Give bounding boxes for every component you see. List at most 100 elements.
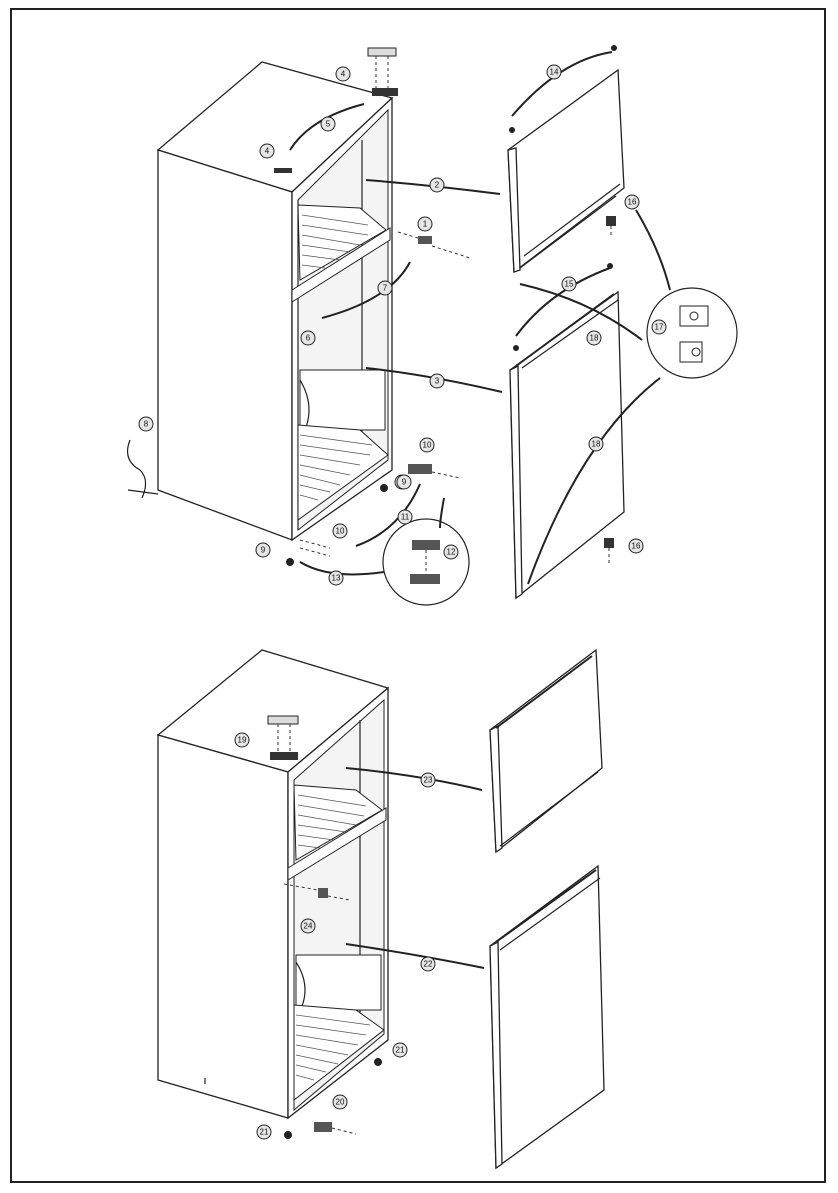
callout-number: 7 bbox=[383, 284, 388, 293]
callout-circle bbox=[335, 66, 351, 82]
callout-10b: 10 bbox=[332, 523, 348, 539]
callout-circle bbox=[138, 416, 154, 432]
callout-16b: 16 bbox=[628, 538, 644, 554]
callout-number: 14 bbox=[550, 68, 559, 77]
callout-5: 5 bbox=[320, 116, 336, 132]
bottom-freezer-door bbox=[489, 648, 603, 854]
callout-14: 14 bbox=[546, 64, 562, 80]
callout-circle bbox=[328, 570, 344, 586]
callout-number: 9 bbox=[402, 478, 407, 487]
callout-number: 15 bbox=[565, 280, 574, 289]
top-freezer-door bbox=[507, 68, 625, 274]
callout-number: 12 bbox=[447, 548, 456, 557]
callout-number: 18 bbox=[590, 334, 599, 343]
callout-circle bbox=[377, 280, 393, 296]
diagram-frame bbox=[10, 8, 826, 1183]
callout-21a: 21 bbox=[392, 1042, 408, 1058]
callout-6: 6 bbox=[300, 330, 316, 346]
callout-19: 19 bbox=[234, 732, 250, 748]
callout-21b: 21 bbox=[256, 1124, 272, 1140]
callout-number: 19 bbox=[238, 736, 247, 745]
callout-circle bbox=[561, 276, 577, 292]
callout-number: 11 bbox=[401, 513, 410, 522]
callout-circle bbox=[628, 538, 644, 554]
callout-20: 20 bbox=[332, 1094, 348, 1110]
callout-17: 17 bbox=[651, 319, 667, 335]
callout-1: 1 bbox=[417, 216, 433, 232]
callout-circle bbox=[586, 330, 602, 346]
callout-number: 2 bbox=[435, 181, 440, 190]
callout-22: 22 bbox=[420, 956, 436, 972]
callout-16a: 16 bbox=[624, 194, 640, 210]
callout-circle bbox=[259, 143, 275, 159]
callout-circle bbox=[429, 373, 445, 389]
callout-number: 21 bbox=[396, 1046, 405, 1055]
callout-number: 21 bbox=[260, 1128, 269, 1137]
callout-13: 13 bbox=[328, 570, 344, 586]
callout-number: 16 bbox=[628, 198, 637, 207]
callout-circle bbox=[651, 319, 667, 335]
callout-circle bbox=[417, 216, 433, 232]
bottom-fridge-door bbox=[489, 864, 605, 1170]
callout-circle bbox=[420, 772, 436, 788]
callout-number: 18 bbox=[592, 440, 601, 449]
callout-4b: 4 bbox=[259, 143, 275, 159]
callout-circle bbox=[397, 509, 413, 525]
callout-number: 24 bbox=[304, 922, 313, 931]
callout-circle bbox=[419, 437, 435, 453]
callout-8a: 8 bbox=[138, 416, 154, 432]
bottom-fridge-cabinet bbox=[156, 649, 390, 1139]
callout-7: 7 bbox=[377, 280, 393, 296]
callout-number: 10 bbox=[423, 441, 432, 450]
callout-number: 3 bbox=[435, 377, 440, 386]
callout-9b: 9 bbox=[396, 474, 412, 490]
callout-number: 17 bbox=[655, 323, 664, 332]
callout-circle bbox=[300, 330, 316, 346]
callout-12: 12 bbox=[443, 544, 459, 560]
bottom-hinge-detail-circle bbox=[382, 518, 470, 606]
callout-11: 11 bbox=[397, 509, 413, 525]
top-section-arrows bbox=[289, 51, 671, 585]
callout-number: 1 bbox=[423, 220, 428, 229]
callout-number: 4 bbox=[265, 147, 270, 156]
top-fridge-cabinet bbox=[127, 47, 471, 566]
callout-4a: 4 bbox=[335, 66, 351, 82]
callout-10a: 10 bbox=[419, 437, 435, 453]
callout-18a: 18 bbox=[586, 330, 602, 346]
callout-circle bbox=[332, 1094, 348, 1110]
callout-circle bbox=[300, 918, 316, 934]
callout-circle bbox=[320, 116, 336, 132]
callout-circle bbox=[392, 1042, 408, 1058]
callout-number: 6 bbox=[306, 334, 311, 343]
callout-circle bbox=[429, 177, 445, 193]
middle-hinge-detail-circle bbox=[646, 287, 738, 379]
callout-circle bbox=[255, 542, 271, 558]
callout-circle bbox=[443, 544, 459, 560]
callout-circle bbox=[256, 1124, 272, 1140]
callout-number: 22 bbox=[424, 960, 433, 969]
callout-3: 3 bbox=[429, 373, 445, 389]
callout-number: 4 bbox=[341, 70, 346, 79]
callout-circle bbox=[624, 194, 640, 210]
callout-number: 10 bbox=[336, 527, 345, 536]
callout-18b: 18 bbox=[588, 436, 604, 452]
callout-2: 2 bbox=[429, 177, 445, 193]
callout-number: 8 bbox=[144, 420, 149, 429]
callout-15: 15 bbox=[561, 276, 577, 292]
callout-number: 9 bbox=[261, 546, 266, 555]
callout-9a: 9 bbox=[255, 542, 271, 558]
top-fridge-door bbox=[509, 290, 625, 600]
callout-24: 24 bbox=[300, 918, 316, 934]
callout-circle bbox=[588, 436, 604, 452]
callout-number: 13 bbox=[332, 574, 341, 583]
callout-number: 16 bbox=[632, 542, 641, 551]
callout-number: 23 bbox=[424, 776, 433, 785]
callout-23: 23 bbox=[420, 772, 436, 788]
callout-number: 5 bbox=[326, 120, 331, 129]
callout-circle bbox=[234, 732, 250, 748]
callout-circle bbox=[332, 523, 348, 539]
bottom-section-arrows bbox=[345, 767, 485, 969]
callout-circle bbox=[420, 956, 436, 972]
callout-number: 20 bbox=[336, 1098, 345, 1107]
